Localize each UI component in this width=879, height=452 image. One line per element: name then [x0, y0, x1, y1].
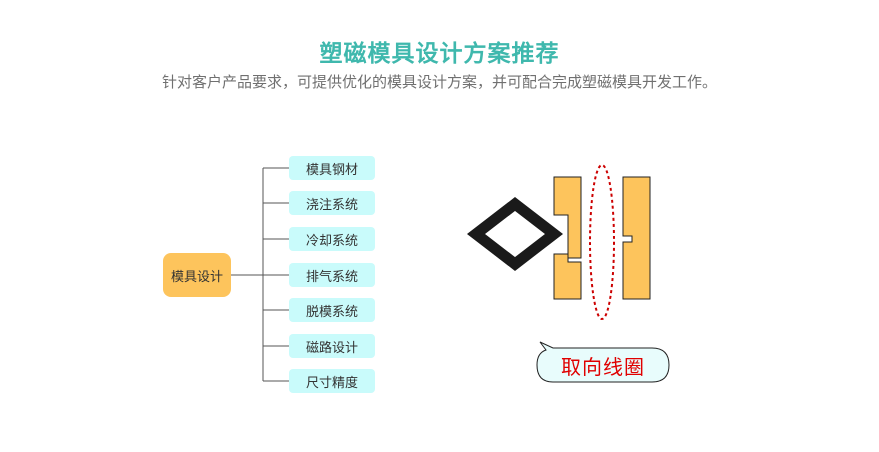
- branch-item-ejection: 脱模系统: [289, 298, 375, 322]
- callout-bubble: [536, 341, 670, 383]
- right-mold: [622, 176, 651, 300]
- branch-item-dimension: 尺寸精度: [289, 369, 375, 393]
- branch-item-magnetic-circuit: 磁路设计: [289, 334, 375, 358]
- branch-item-venting: 排气系统: [289, 263, 375, 287]
- page-subtitle: 针对客户产品要求，可提供优化的模具设计方案，并可配合完成塑磁模具开发工作。: [161, 73, 717, 91]
- diamond-frame: [466, 197, 564, 271]
- left-mold-lower: [553, 253, 582, 300]
- branch-item-gating: 浇注系统: [289, 191, 375, 215]
- page-title: 塑磁模具设计方案推荐: [319, 41, 560, 67]
- branch-item-steel: 模具钢材: [289, 156, 375, 180]
- orientation-coil: [589, 164, 615, 320]
- left-mold-upper: [553, 176, 582, 259]
- callout-label: 取向线圈: [561, 354, 645, 379]
- root-node-mold-design: 模具设计: [163, 253, 231, 297]
- branch-item-cooling: 冷却系统: [289, 227, 375, 251]
